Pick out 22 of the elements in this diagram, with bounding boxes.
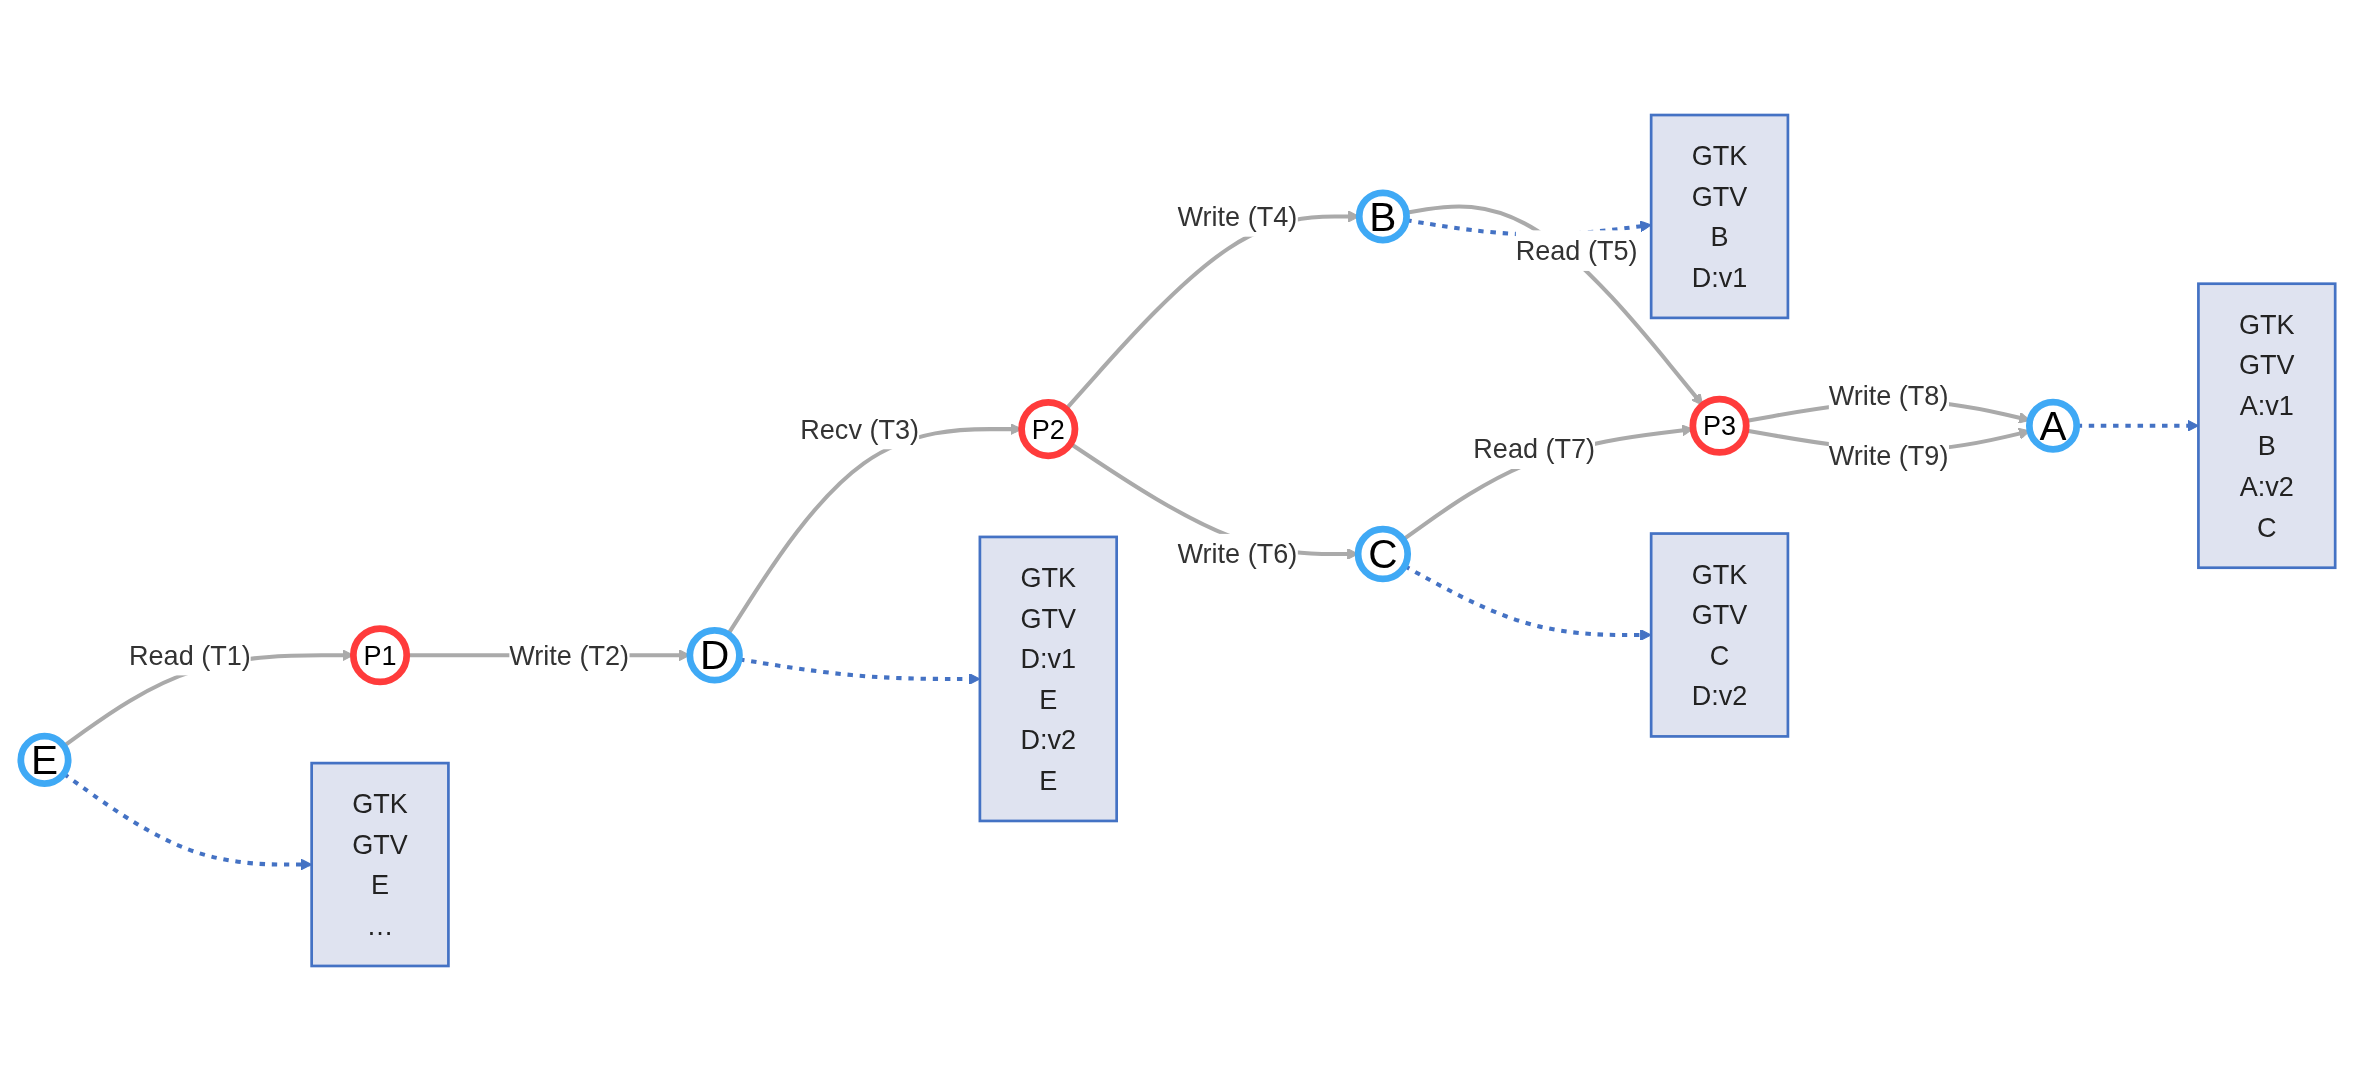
node-circle: A	[2025, 398, 2081, 453]
edge-label: Recv (T3)	[800, 414, 920, 444]
edge-label: Write (T6)	[1177, 539, 1298, 569]
node-box: GTK GTV D:v1 E D:v2 E	[978, 535, 1118, 823]
edge-label: Write (T8)	[1828, 380, 1949, 411]
edge-label: Write (T9)	[1828, 441, 1949, 471]
node-circle: P1	[349, 625, 411, 686]
node-circle: D	[686, 627, 743, 684]
node-circle: C	[1354, 525, 1412, 583]
edge-label: Read (T5)	[1515, 235, 1638, 266]
node-box: GTK GTV E …	[310, 761, 450, 968]
node-box: GTK GTV A:v1 B A:v2 C	[2197, 282, 2337, 570]
node-circle: B	[1355, 189, 1410, 244]
edge-label: Read (T7)	[1473, 433, 1596, 464]
edge-label: Write (T2)	[509, 640, 629, 671]
edge-label: Write (T4)	[1177, 201, 1298, 232]
node-box: GTK GTV C D:v2	[1649, 532, 1790, 738]
node-circle: E	[17, 732, 72, 787]
edge-label: Read (T1)	[129, 640, 251, 671]
node-circle: P3	[1689, 395, 1750, 456]
node-circle: P2	[1018, 399, 1079, 460]
node-box: GTK GTV B D:v1	[1649, 113, 1790, 320]
